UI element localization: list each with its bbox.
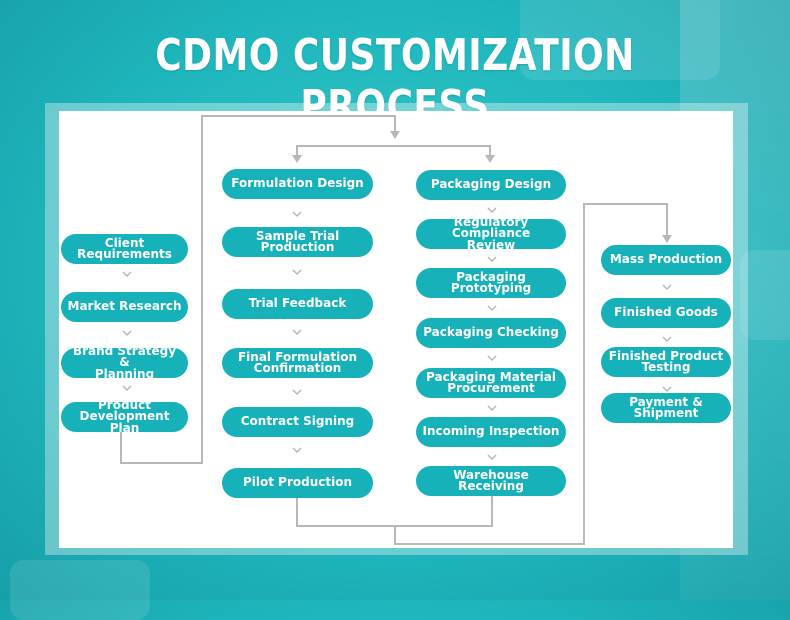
background-decor — [520, 0, 720, 80]
packaging-prototyping-node: Packaging Prototyping — [416, 268, 566, 298]
packaging-checking-node: Packaging Checking — [416, 318, 566, 348]
packaging-material-procurement-node: Packaging Material Procurement — [416, 368, 566, 398]
payment-shipment-node: Payment & Shipment — [601, 393, 731, 423]
background-decor — [10, 560, 150, 620]
trial-feedback-node: Trial Feedback — [222, 289, 373, 319]
pilot-production-node: Pilot Production — [222, 468, 373, 498]
brand-strategy-node: Brand Strategy & Planning — [61, 345, 188, 380]
sample-trial-production-node: Sample Trial Production — [222, 227, 373, 257]
finished-product-testing-node: Finished Product Testing — [601, 347, 731, 377]
flowchart-board — [59, 111, 733, 548]
client-requirements-node: Client Requirements — [61, 234, 188, 264]
market-research-node: Market Research — [61, 292, 188, 322]
contract-signing-node: Contract Signing — [222, 407, 373, 437]
formulation-design-node: Formulation Design — [222, 169, 373, 199]
background-decor — [740, 250, 790, 340]
incoming-inspection-node: Incoming Inspection — [416, 417, 566, 447]
warehouse-receiving-node: Warehouse Receiving — [416, 466, 566, 496]
mass-production-node: Mass Production — [601, 245, 731, 275]
regulatory-compliance-review-node: Regulatory Compliance Review — [416, 216, 566, 251]
finished-goods-node: Finished Goods — [601, 298, 731, 328]
packaging-design-node: Packaging Design — [416, 170, 566, 200]
product-development-plan-node: Product Development Plan — [61, 399, 188, 434]
final-formulation-confirmation-node: Final Formulation Confirmation — [222, 348, 373, 378]
